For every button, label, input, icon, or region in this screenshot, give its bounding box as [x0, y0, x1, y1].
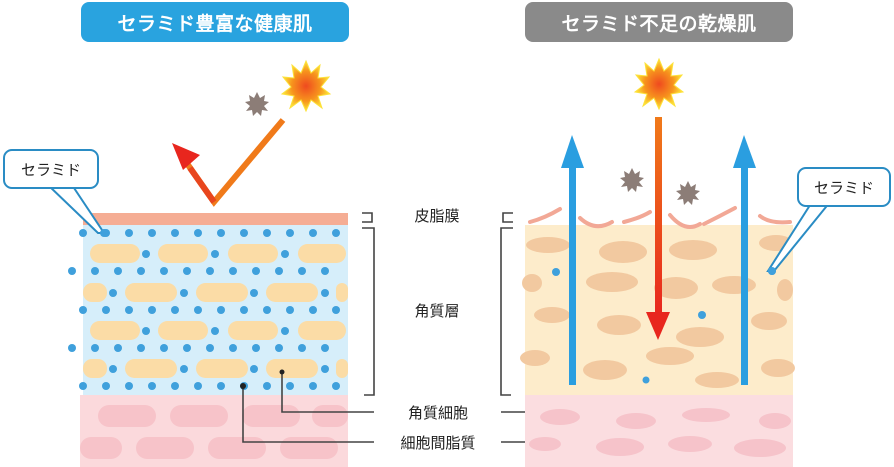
healthy-skin-cross-section [68, 213, 348, 467]
pollutant-particle-icon [245, 92, 269, 116]
corneocytes-healthy [83, 244, 348, 378]
healthy-skin-title: セラミド豊富な健康肌 [81, 2, 349, 42]
uv-reflected-arrow [172, 118, 286, 207]
sun-icon-left [280, 59, 332, 113]
sebum-film-layer [83, 213, 348, 225]
broken-sebum-film [528, 206, 792, 229]
corneocytes-dry [520, 235, 795, 388]
corneocyte-label: 角質細胞 [388, 402, 488, 423]
sebum-film-label: 皮脂膜 [398, 205, 476, 226]
uv-penetrating-arrow [646, 117, 670, 340]
callout-label: セラミド [20, 160, 81, 179]
callout-pointer-left [45, 184, 108, 237]
stratum-corneum-label: 角質層 [398, 300, 476, 321]
dry-skin-title: セラミド不足の乾燥肌 [525, 2, 793, 42]
ceramide-callout-left: セラミド [3, 149, 99, 189]
sun-icon-right [633, 57, 685, 111]
moisture-evaporation-arrow-right [733, 135, 756, 385]
callout-label: セラミド [813, 178, 874, 197]
ceramide-callout-right: セラミド [797, 167, 891, 207]
pollutant-particle-icon [620, 168, 644, 192]
pollutant-particle-icon [676, 181, 700, 205]
moisture-evaporation-arrow-left [561, 135, 584, 385]
intercellular-lipid-label: 細胞間脂質 [380, 432, 496, 453]
